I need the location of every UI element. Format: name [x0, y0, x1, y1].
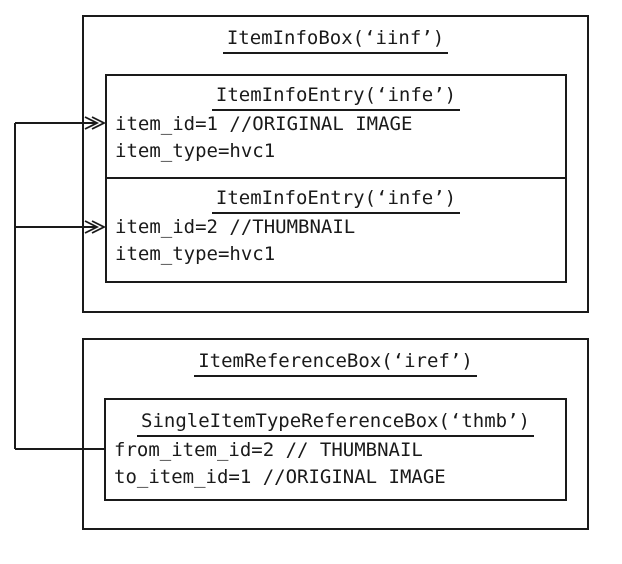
item-info-entry-thumbnail: ItemInfoEntry(‘infe’) item_id=2 //THUMBN…	[107, 177, 565, 268]
single-item-type-reference-box-title-text: SingleItemTypeReferenceBox(‘thmb’)	[137, 408, 534, 437]
single-item-type-reference-box: SingleItemTypeReferenceBox(‘thmb’) from_…	[104, 398, 567, 501]
item-info-box-title: ItemInfoBox(‘iinf’)	[84, 25, 587, 54]
to-item-id-line: to_item_id=1 //ORIGINAL IMAGE	[114, 466, 446, 488]
item-info-entry-title-text: ItemInfoEntry(‘infe’)	[211, 185, 461, 214]
item-reference-box-title: ItemReferenceBox(‘iref’)	[84, 348, 587, 377]
item-reference-box-title-text: ItemReferenceBox(‘iref’)	[194, 348, 477, 377]
item-id-line: item_id=1 //ORIGINAL IMAGE	[115, 113, 413, 135]
single-item-type-reference-box-title: SingleItemTypeReferenceBox(‘thmb’)	[106, 408, 565, 437]
item-info-entry-original: ItemInfoEntry(‘infe’) item_id=1 //ORIGIN…	[107, 76, 565, 177]
item-id-line: item_id=2 //THUMBNAIL	[115, 216, 356, 238]
item-info-entry-title: ItemInfoEntry(‘infe’)	[107, 82, 565, 111]
item-info-box-title-text: ItemInfoBox(‘iinf’)	[222, 25, 449, 54]
item-info-entry-title-text: ItemInfoEntry(‘infe’)	[211, 82, 461, 111]
item-info-entry-list: ItemInfoEntry(‘infe’) item_id=1 //ORIGIN…	[105, 74, 567, 283]
item-type-line: item_type=hvc1	[115, 243, 276, 265]
item-type-line: item_type=hvc1	[115, 140, 276, 162]
from-item-id-line: from_item_id=2 // THUMBNAIL	[114, 439, 423, 461]
item-info-entry-title: ItemInfoEntry(‘infe’)	[107, 185, 565, 214]
